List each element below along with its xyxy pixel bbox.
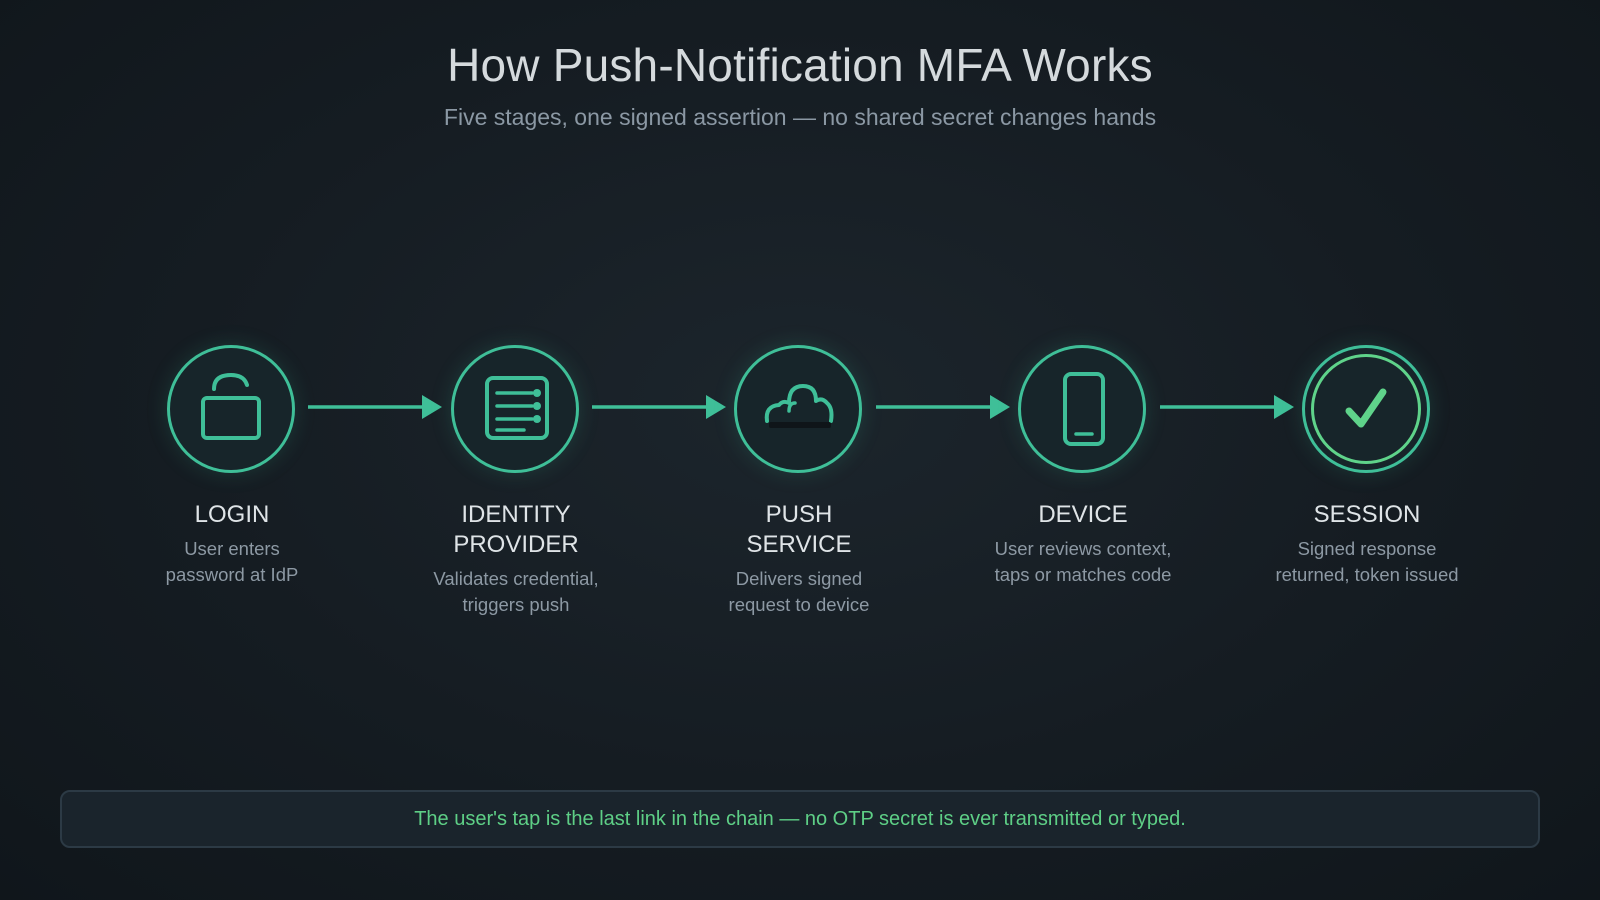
footer-note: The user's tap is the last link in the c… — [60, 790, 1540, 848]
flow-diagram — [0, 345, 1600, 485]
stage-identity-provider: IDENTITY PROVIDER Validates credential, … — [396, 500, 636, 618]
stage-push-service: PUSH SERVICE Delivers signed request to … — [679, 500, 919, 618]
arrow-4 — [1160, 395, 1294, 419]
arrow-2 — [592, 395, 726, 419]
identity-provider-node — [451, 345, 579, 473]
stage-description: Validates credential, triggers push — [433, 568, 599, 615]
device-node — [1018, 345, 1146, 473]
login-node — [167, 345, 295, 473]
stage-label: LOGIN — [194, 501, 270, 528]
session-inner-ring — [1311, 354, 1421, 464]
stage-label: SESSION — [1313, 501, 1421, 528]
document-list-icon — [485, 376, 549, 440]
smartphone-icon — [1063, 372, 1105, 446]
stage-description: Signed response returned, token issued — [1275, 538, 1459, 585]
stage-label: PUSH SERVICE — [746, 501, 852, 558]
stage-label: DEVICE — [1038, 501, 1128, 528]
checkmark-icon — [1345, 388, 1387, 428]
session-node — [1302, 345, 1430, 473]
push-service-node — [734, 345, 862, 473]
page-subtitle: Five stages, one signed assertion — no s… — [443, 104, 1157, 130]
stage-login: LOGIN User enters password at IdP — [112, 500, 352, 588]
stage-description: User reviews context, taps or matches co… — [994, 538, 1172, 585]
stage-label: IDENTITY PROVIDER — [453, 501, 579, 558]
arrow-3 — [876, 395, 1010, 419]
arrow-1 — [308, 395, 442, 419]
stage-description: User enters password at IdP — [165, 538, 299, 585]
stage-device: DEVICE User reviews context, taps or mat… — [963, 500, 1203, 588]
page-title: How Push-Notification MFA Works — [447, 39, 1153, 91]
stage-session: SESSION Signed response returned, token … — [1247, 500, 1487, 588]
cloud-icon — [764, 384, 834, 428]
stage-description: Delivers signed request to device — [728, 568, 870, 615]
padlock-icon — [201, 372, 261, 440]
